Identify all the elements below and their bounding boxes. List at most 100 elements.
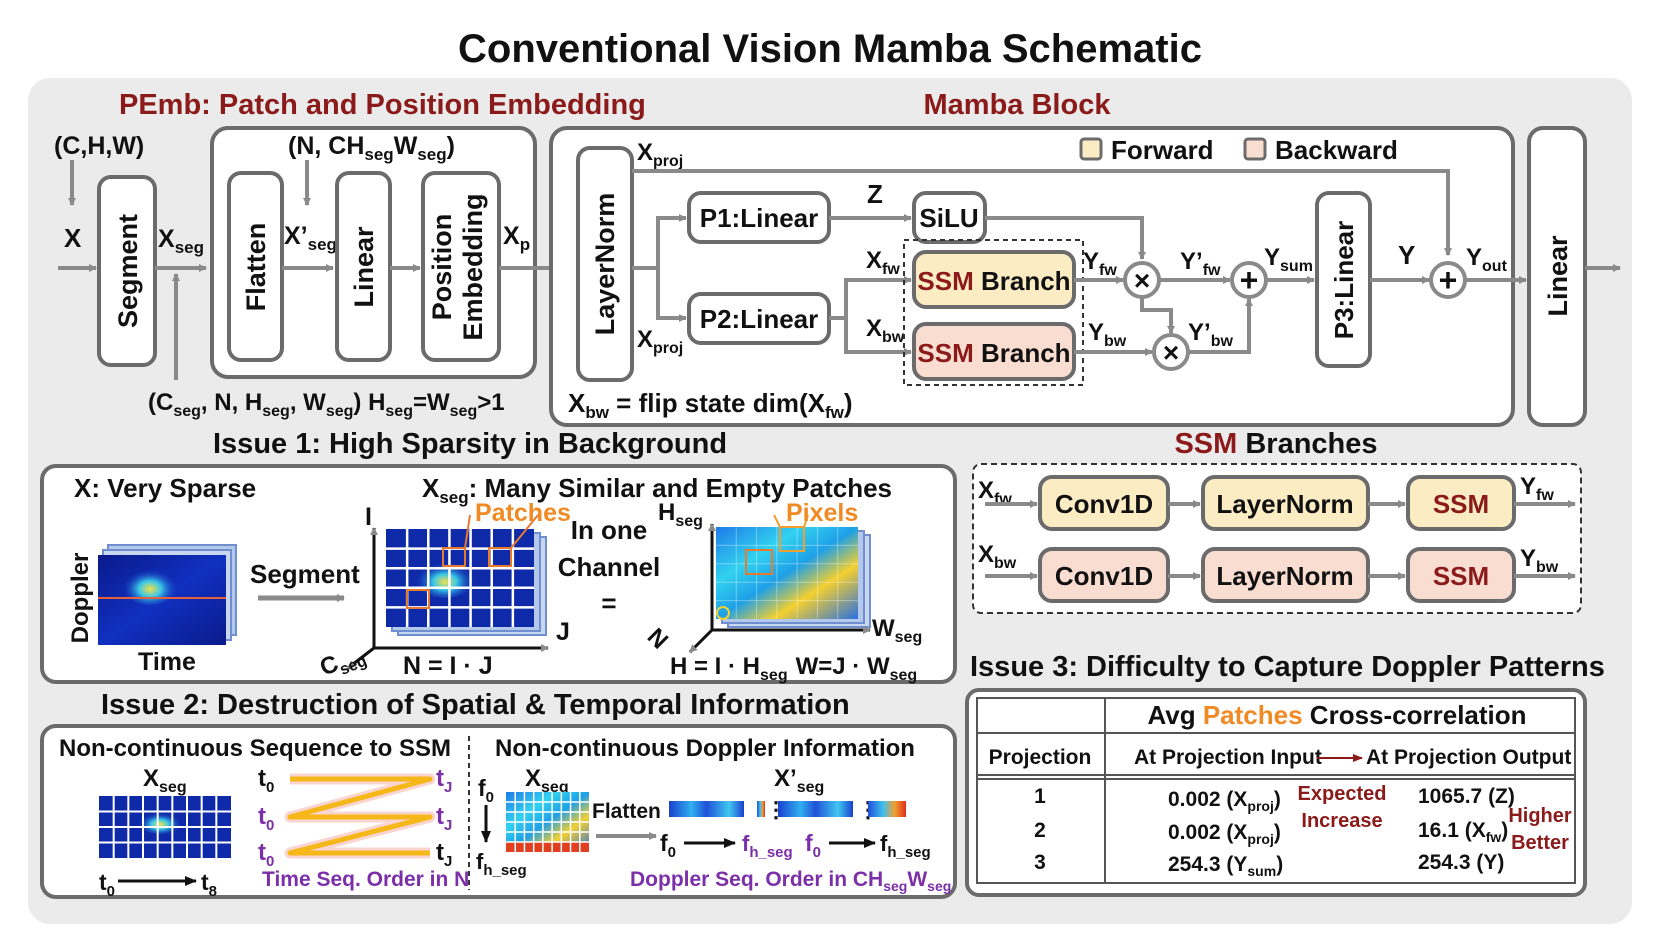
- t0-axis-label: t0: [99, 869, 115, 900]
- dims-bottom-label: (Cseg, N, Hseg, Wseg) Hseg=Wseg>1: [148, 389, 505, 420]
- higher-label-2: Better: [1511, 832, 1569, 854]
- xproj-top-label: Xproj: [637, 139, 683, 170]
- noncontinuous-doppler-title: Non-continuous Doppler Information: [495, 735, 915, 762]
- layernorm-label: LayerNorm: [590, 193, 620, 336]
- expected-label-1: Expected: [1298, 783, 1387, 805]
- f0-a-label: f0: [660, 830, 676, 861]
- layernorm-forward-label: LayerNorm: [1216, 489, 1353, 519]
- residual-add-icon: +: [1439, 262, 1458, 298]
- z-label: Z: [867, 179, 883, 209]
- final-linear-label: Linear: [1543, 235, 1573, 317]
- layernorm-backward-label: LayerNorm: [1216, 561, 1353, 591]
- segment-arrow-label: Segment: [250, 559, 360, 589]
- col-output-header: At Projection Output: [1366, 746, 1571, 769]
- t0-row2-label: t0: [258, 803, 274, 834]
- time-zigzag: [284, 773, 436, 859]
- col-input-header: At Projection Input: [1134, 746, 1322, 769]
- row3-output: 254.3 (Y): [1418, 851, 1504, 874]
- mamba-block: Forward Backward LayerNorm Xproj Xproj P…: [549, 126, 1527, 427]
- y-label: Y: [1398, 240, 1415, 270]
- doppler-grid: [506, 792, 589, 852]
- doppler-axis-label: Doppler: [67, 553, 94, 644]
- issue3-panel: Avg Patches Cross-correlation Projection…: [965, 688, 1587, 897]
- ybw-label: Ybw: [1088, 319, 1127, 350]
- branch-ybw-label: Ybw: [1520, 545, 1559, 576]
- in-one-label: In one: [571, 515, 648, 545]
- row1-input: 0.002 (Xproj): [1168, 788, 1281, 814]
- conv1d-forward-label: Conv1D: [1055, 489, 1153, 519]
- row3-input: 254.3 (Ysum): [1168, 853, 1283, 879]
- higher-label-1: Higher: [1508, 805, 1572, 827]
- legend-forward-swatch: [1079, 137, 1103, 161]
- yout-label: Yout: [1466, 244, 1508, 275]
- xfw-label: Xfw: [866, 247, 900, 278]
- xseg-left-label: Xseg: [143, 765, 187, 796]
- xbw-label: Xbw: [866, 315, 905, 346]
- p2-linear-label: P2:Linear: [700, 304, 819, 334]
- row1-projection: 1: [1034, 785, 1046, 808]
- ysum-label: Ysum: [1264, 244, 1313, 275]
- mamba-heading: Mamba Block: [924, 89, 1112, 121]
- ssm-branch-backward-label: SSM Branch: [917, 338, 1070, 368]
- layernorm-box: [576, 146, 634, 382]
- xseg-small-grid: [99, 796, 231, 858]
- t8-axis-label: t8: [201, 869, 217, 900]
- yprime-bw-label: Y’bw: [1188, 319, 1233, 350]
- xprime-seg-right-label: X’seg: [774, 765, 824, 796]
- conv1d-backward-label: Conv1D: [1055, 561, 1153, 591]
- multiply-forward-icon: ×: [1134, 265, 1150, 296]
- flip-note: Xbw = flip state dim(Xfw): [568, 388, 853, 422]
- silu-label: SiLU: [919, 203, 978, 233]
- xproj-bottom-label: Xproj: [637, 326, 683, 357]
- p3-linear-label: P3:Linear: [1329, 221, 1359, 340]
- legend-backward-swatch: [1243, 137, 1267, 161]
- row2-projection: 2: [1034, 819, 1046, 842]
- row3-projection: 3: [1034, 851, 1046, 874]
- time-axis-label: Time: [138, 648, 196, 676]
- f0-b-label: f0: [805, 830, 821, 861]
- n-equation: N = I · J: [403, 652, 493, 680]
- ssm-forward-label: SSM: [1433, 489, 1489, 519]
- issue3-table-frame: [976, 697, 1576, 884]
- f0-top-label: f0: [478, 775, 494, 806]
- multiply-backward-icon: ×: [1163, 337, 1179, 368]
- flatten-label: Flatten: [241, 223, 271, 312]
- channel-label: Channel: [558, 552, 661, 582]
- pemb-heading: PEmb: Patch and Position Embedding: [119, 89, 646, 121]
- add-icon: +: [1240, 262, 1259, 298]
- flattened-strips: ⋮ ⋮: [669, 797, 906, 822]
- t0-row1-label: t0: [258, 765, 274, 796]
- legend-forward-label: Forward: [1111, 135, 1214, 165]
- fh-a-label: fh_seg: [742, 831, 793, 861]
- legend-backward-label: Backward: [1275, 135, 1398, 165]
- table-title: Avg Patches Cross-correlation: [1147, 700, 1526, 730]
- patch-grid: [386, 514, 547, 636]
- dims-top-label: (N, CHsegWseg): [288, 132, 455, 164]
- segment-box: [97, 175, 157, 367]
- ssm-branch-forward-label: SSM Branch: [917, 266, 1070, 296]
- position-label: Position: [427, 214, 457, 321]
- axis-j-label: J: [556, 618, 570, 646]
- fh-b-label: fh_seg: [880, 831, 931, 861]
- flatten-arrow-label: Flatten: [592, 800, 661, 823]
- input-x-label: X: [64, 223, 82, 253]
- segment-label: Segment: [113, 214, 143, 328]
- pixel-grid: [716, 514, 871, 628]
- patches-label: Patches: [475, 499, 571, 527]
- spectrogram-signal: [122, 565, 178, 605]
- issue1-heading: Issue 1: High Sparsity in Background: [213, 428, 727, 460]
- embedding-label: Embedding: [458, 194, 488, 341]
- row2-input: 0.002 (Xproj): [1168, 821, 1281, 847]
- yprime-fw-label: Y’fw: [1180, 248, 1221, 279]
- pemb-section: (C,H,W) X Segment Xseg Flatten (N, CHseg…: [54, 126, 575, 420]
- xprime-seg-label: X’seg: [284, 222, 337, 254]
- xp-label: Xp: [503, 222, 530, 254]
- issue2-heading: Issue 2: Destruction of Spatial & Tempor…: [101, 689, 850, 721]
- tj-row3-label: tJ: [436, 839, 452, 870]
- doppler-order-label: Doppler Seq. Order in CHsegWseg: [630, 868, 951, 894]
- axis-wseg-label: Wseg: [872, 615, 922, 646]
- time-order-label: Time Seq. Order in N: [262, 868, 469, 891]
- input-dims-label: (C,H,W): [54, 132, 144, 160]
- issue1-panel: X: Very Sparse Xseg: Many Similar and Em…: [40, 464, 957, 684]
